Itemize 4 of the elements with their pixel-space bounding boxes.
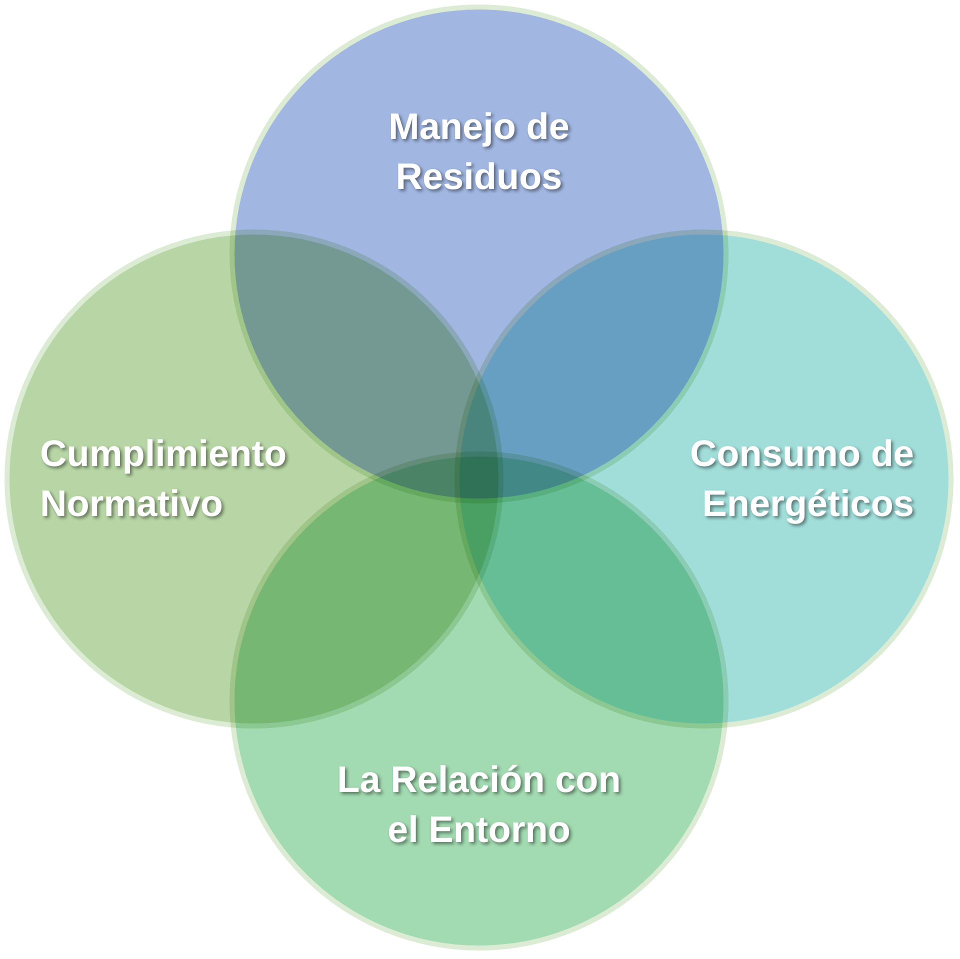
circle-label: Cumplimiento Normativo xyxy=(40,433,287,524)
circle-label: Consumo de Energéticos xyxy=(690,433,914,524)
circle-label: Manejo de Residuos xyxy=(388,106,570,197)
circle-label: La Relación con el Entorno xyxy=(337,759,621,850)
